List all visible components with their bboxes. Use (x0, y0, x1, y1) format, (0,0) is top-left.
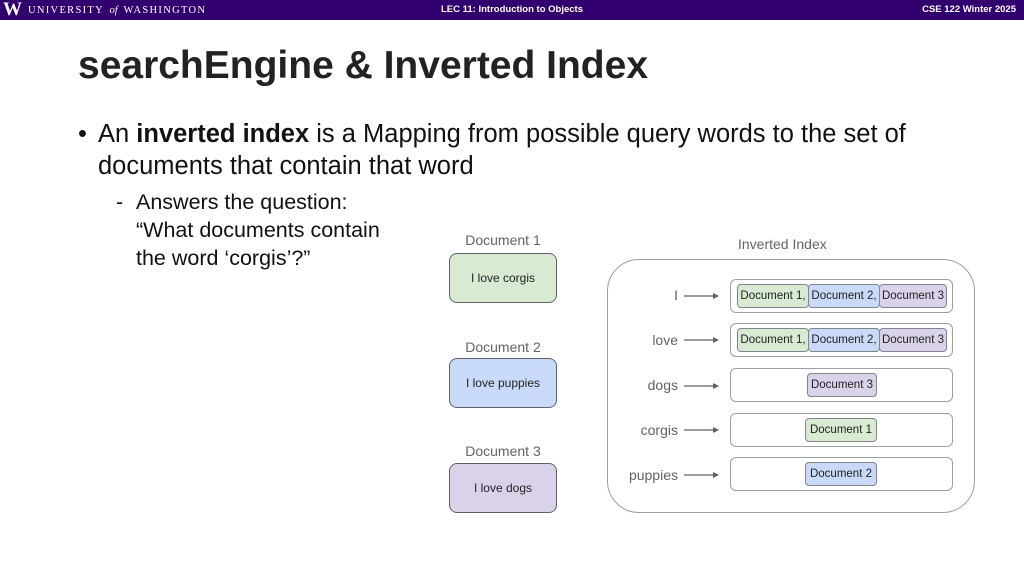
index-row-puppies: Document 2 (730, 457, 953, 491)
index-row-love: Document 1, Document 2, Document 3 (730, 323, 953, 357)
inverted-index-label: Inverted Index (738, 236, 827, 252)
document-2-box: I love puppies (449, 358, 557, 408)
uw-wordmark-university: UNIVERSITY (28, 4, 104, 16)
doc-chip-document-2: Document 2, (808, 328, 880, 352)
index-word-love: love (652, 332, 678, 348)
doc-chip-document-1: Document 1 (805, 418, 877, 442)
document-3-box: I love dogs (449, 463, 557, 513)
doc-chip-document-3: Document 3 (879, 284, 947, 308)
sub-bullet-marker: - (116, 190, 124, 214)
arrow-icon (684, 383, 719, 389)
index-word-corgis: corgis (640, 422, 678, 438)
bullet-marker: • (78, 120, 87, 148)
document-2-label: Document 2 (465, 339, 541, 355)
inverted-index-container (607, 259, 975, 513)
main-bullet: • An inverted index is a Mapping from po… (78, 118, 958, 182)
sub-bullet-line-1: Answers the question: (136, 190, 348, 214)
arrow-icon (684, 337, 719, 343)
arrow-icon (684, 293, 719, 299)
doc-chip-document-1: Document 1, (737, 284, 809, 308)
uw-logo: W UNIVERSITY of WASHINGTON (3, 0, 206, 20)
index-word-dogs: dogs (647, 377, 678, 393)
document-1-label: Document 1 (465, 232, 541, 248)
sub-bullet-line-2: “What documents contain (136, 218, 380, 242)
index-row-i: Document 1, Document 2, Document 3 (730, 279, 953, 313)
document-3-label: Document 3 (465, 443, 541, 459)
arrow-icon (684, 472, 719, 478)
header-bar: W UNIVERSITY of WASHINGTON LEC 11: Intro… (0, 0, 1024, 20)
index-word-puppies: puppies (628, 467, 678, 483)
arrow-icon (684, 427, 719, 433)
uw-w-mark: W (3, 0, 22, 20)
doc-chip-document-2: Document 2, (808, 284, 880, 308)
doc-chip-document-2: Document 2 (805, 462, 877, 486)
index-row-corgis: Document 1 (730, 413, 953, 447)
bullet-rest: is a Mapping from possible query words t… (98, 120, 906, 180)
uw-wordmark-washington: WASHINGTON (123, 4, 207, 16)
sub-bullet-line-3: the word ‘corgis’?” (136, 246, 311, 270)
index-word-i: I (674, 287, 678, 303)
document-1-box: I love corgis (449, 253, 557, 303)
bullet-bold-term: inverted index (136, 120, 310, 148)
sub-bullet-text: Answers the question: “What documents co… (136, 188, 380, 272)
sub-bullet: - Answers the question: “What documents … (116, 188, 380, 272)
index-row-dogs: Document 3 (730, 368, 953, 402)
course-name: CSE 122 Winter 2025 (922, 4, 1016, 15)
slide-title: searchEngine & Inverted Index (78, 44, 649, 87)
uw-wordmark-of: of (109, 4, 118, 16)
bullet-text: An inverted index is a Mapping from poss… (98, 118, 958, 182)
lecture-title: LEC 11: Introduction to Objects (441, 4, 583, 15)
uw-wordmark: UNIVERSITY of WASHINGTON (28, 5, 206, 16)
doc-chip-document-1: Document 1, (737, 328, 809, 352)
doc-chip-document-3: Document 3 (807, 373, 877, 397)
doc-chip-document-3: Document 3 (879, 328, 947, 352)
bullet-prefix: An (98, 120, 137, 148)
